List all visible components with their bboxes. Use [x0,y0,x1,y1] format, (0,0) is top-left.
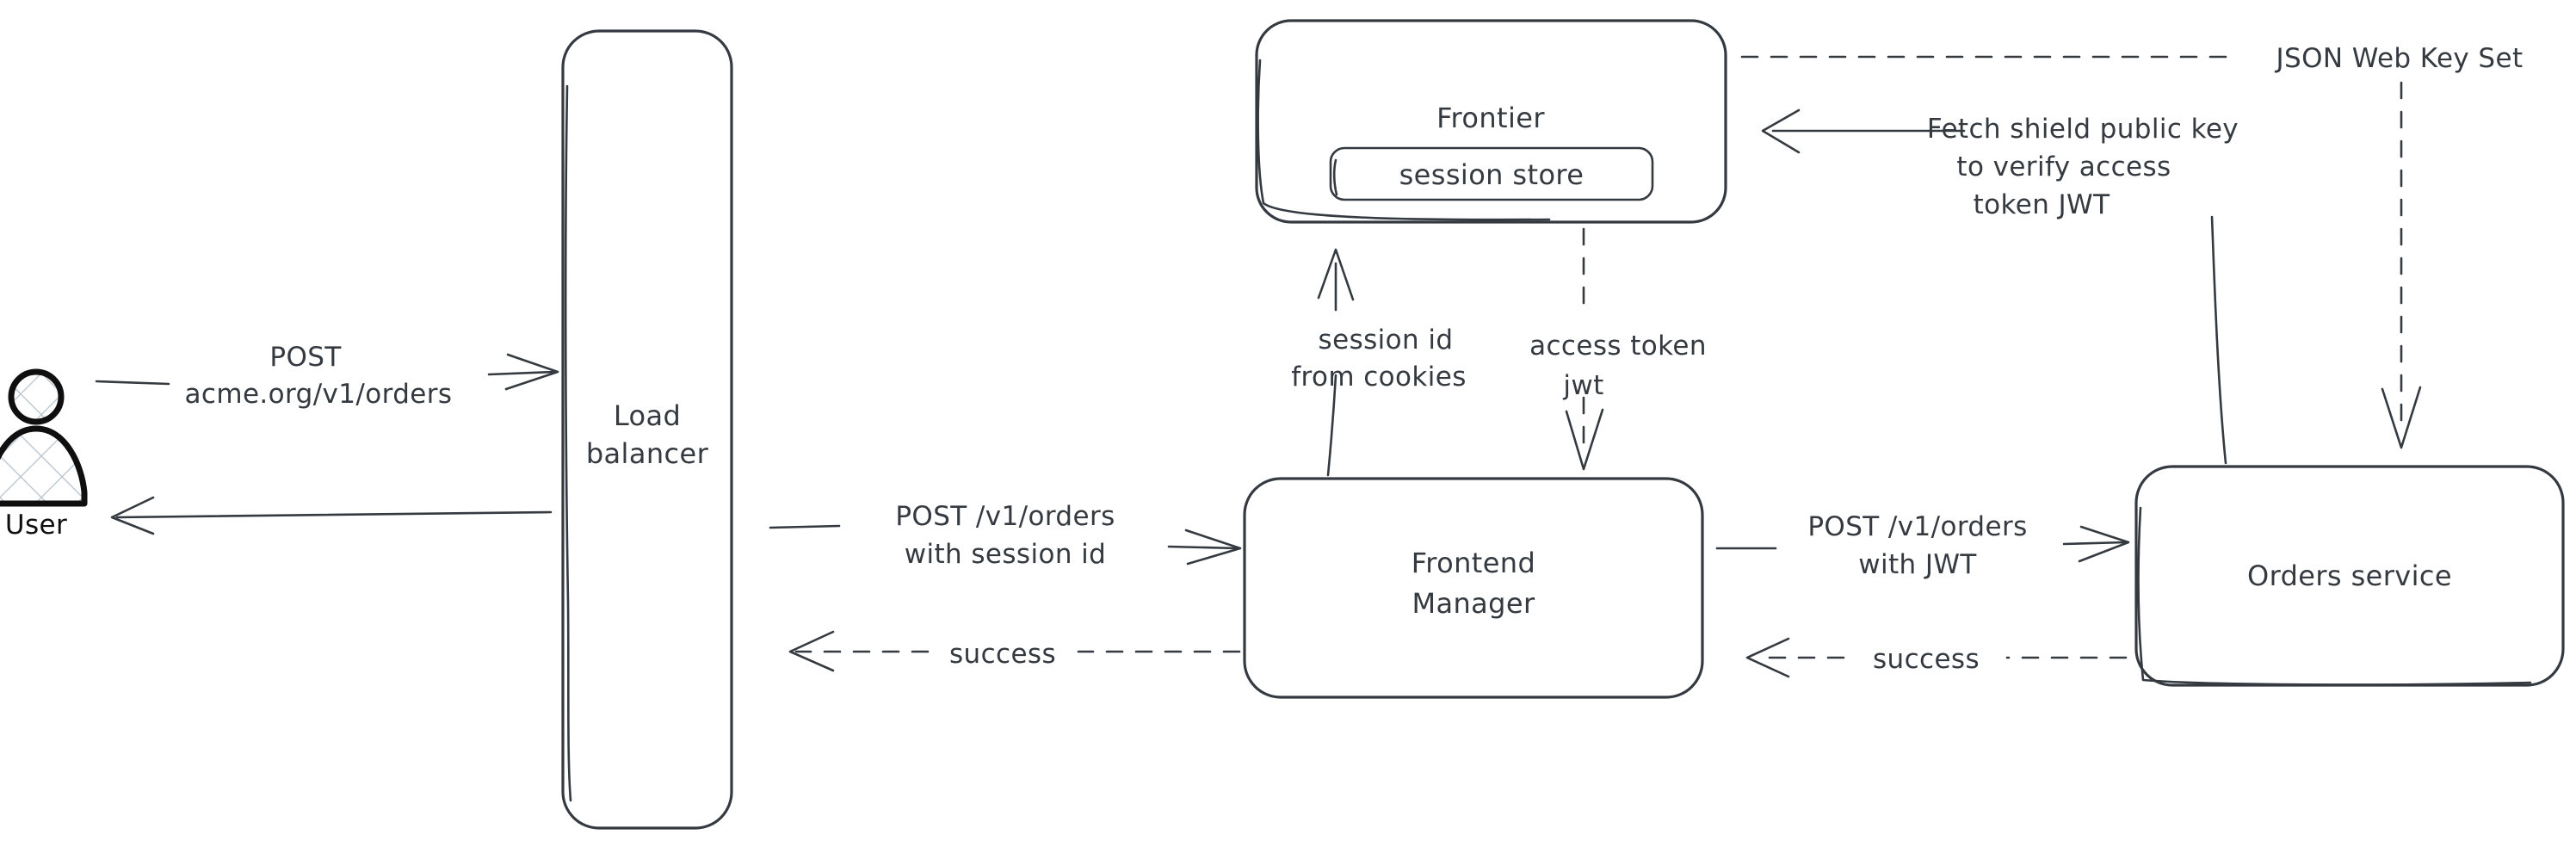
edge-frontier-fm-label-line1: access token [1529,331,1707,362]
edge-user-to-load-balancer: POST acme.org/v1/orders [95,342,559,410]
edge-fm-lb-success-label: success [949,639,1056,670]
node-load-balancer[interactable]: Load balancer [561,29,733,830]
edge-load-balancer-to-user [110,496,553,535]
node-user[interactable]: User [0,368,88,541]
edge-user-lb-label-line1: POST [269,342,342,373]
edge-fm-frontier-label-line1: session id [1319,325,1454,355]
edge-fm-to-lb-success: success [788,630,1241,672]
edge-frontier-fm-label-line2: jwt [1562,370,1603,401]
orders-service-label: Orders service [2247,560,2452,592]
node-frontier[interactable]: Frontier session store [1255,19,1727,224]
edge-lb-fm-label-line2: with session id [905,539,1107,570]
edge-orders-to-fm-success: success [1745,637,2128,678]
node-frontend-manager[interactable]: Frontend Manager [1243,477,1704,699]
edge-orders-frontier-label-line1: Fetch shield public key [1927,114,2239,145]
edge-orders-frontier-label-line2: to verify access [1956,151,2171,182]
edge-lb-fm-label-line1: POST /v1/orders [895,501,1115,532]
edge-user-lb-label-line2: acme.org/v1/orders [185,379,453,410]
user-icon [0,368,88,507]
edge-orders-fm-success-label: success [1873,644,1980,675]
edge-fm-orders-label-line2: with JWT [1858,549,1977,580]
load-balancer-label-line2: balancer [586,437,709,470]
edge-json-web-key-set: JSON Web Key Set [1740,43,2523,449]
edge-orders-to-frontier: Fetch shield public key to verify access… [1761,108,2239,465]
edge-fm-frontier-label-line2: from cookies [1291,362,1467,393]
edge-fm-orders-label-line1: POST /v1/orders [1807,511,2027,542]
user-label: User [5,510,67,541]
edge-lb-to-frontend-manager: POST /v1/orders with session id [769,501,1242,570]
frontier-label: Frontier [1436,102,1545,134]
frontend-manager-label-line2: Manager [1412,587,1535,620]
load-balancer-label-line1: Load [614,399,681,432]
edge-frontier-to-fm: access token jwt [1529,227,1707,471]
edge-fm-to-frontier: session id from cookies [1291,248,1467,477]
json-web-key-set-label: JSON Web Key Set [2274,43,2523,74]
edge-orders-frontier-label-line3: token JWT [1974,189,2111,220]
frontend-manager-label-line1: Frontend [1412,547,1535,579]
session-store-label: session store [1399,158,1585,191]
edge-fm-to-orders: POST /v1/orders with JWT [1715,511,2130,580]
node-session-store[interactable]: session store [1329,146,1654,201]
node-orders-service[interactable]: Orders service [2134,465,2565,687]
